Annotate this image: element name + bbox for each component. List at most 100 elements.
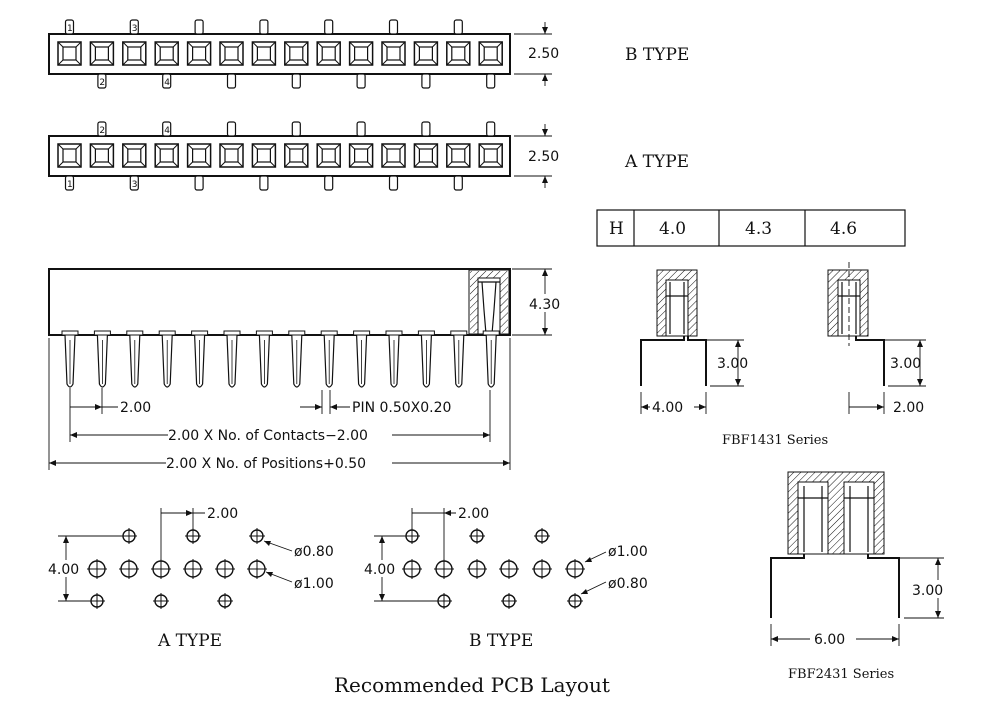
pin-spec: PIN 0.50X0.20 <box>352 400 451 416</box>
positions-formula: 2.00 X No. of Positions+0.50 <box>166 456 366 472</box>
socket-cavity <box>478 41 503 66</box>
socket-cavity <box>186 143 212 168</box>
socket-cavity <box>348 41 374 66</box>
pin-tab <box>226 73 237 89</box>
pin-tab: 2 <box>97 121 107 137</box>
socket-cavity <box>413 41 439 66</box>
pin-tab <box>291 73 301 89</box>
pcb-layout-b: 2.00 4.00 ø1.00 ø0.80 B TYPE <box>364 506 648 651</box>
pcb-hole <box>183 559 203 579</box>
pcb-hole <box>249 528 265 544</box>
pin-tab <box>453 175 463 191</box>
pin-tab <box>226 121 237 137</box>
side-view: 4.30 2.00 PIN 0.50X0.20 2.00 X No. of Co… <box>48 268 560 472</box>
pin-tab <box>324 19 334 35</box>
dim-pitch: 2.00 <box>120 400 151 416</box>
socket-cavity <box>89 41 115 66</box>
pin-number: 4 <box>164 126 170 136</box>
pcb-title: Recommended PCB Layout <box>334 673 610 697</box>
pcb-b-d080: ø0.80 <box>608 576 648 592</box>
fbf1431-300-a: 3.00 <box>717 356 748 372</box>
socket-cavity <box>284 41 309 66</box>
side-pin <box>482 330 500 388</box>
pin-tab <box>259 175 269 191</box>
socket-cavity <box>348 143 374 168</box>
socket-cavity <box>446 41 471 66</box>
side-pin <box>255 330 273 388</box>
pin-number: 4 <box>164 78 170 88</box>
pin-tab <box>356 121 366 137</box>
height-value-3: 4.6 <box>830 219 857 239</box>
pin-tab <box>421 121 431 137</box>
side-pin <box>61 330 79 388</box>
b-type-pcb-label: B TYPE <box>469 631 533 651</box>
pcb-hole <box>247 559 267 579</box>
fbf1431-200: 2.00 <box>893 400 924 416</box>
pcb-hole <box>87 559 107 579</box>
socket-cavity <box>219 143 244 168</box>
pin-tab <box>324 175 334 191</box>
pin-tab: 4 <box>162 73 172 89</box>
pin-tab: 3 <box>129 19 139 35</box>
pin-tab <box>194 19 204 35</box>
fbf1431-300-b: 3.00 <box>890 356 921 372</box>
a-type-pcb-label: A TYPE <box>157 631 222 651</box>
side-pin <box>158 330 176 388</box>
side-pin <box>353 330 371 388</box>
pcb-hole <box>217 593 233 609</box>
pin-tab <box>486 121 496 137</box>
pin-tab <box>388 175 399 191</box>
socket-cavity <box>446 143 471 168</box>
pcb-a-200: 2.00 <box>207 506 238 522</box>
pcb-hole <box>121 528 137 544</box>
pin-number: 1 <box>67 24 73 34</box>
pin-number: 1 <box>67 180 73 190</box>
pcb-a-400: 4.00 <box>48 562 79 578</box>
fbf1431-series: FBF1431 Series <box>722 433 828 448</box>
pcb-hole <box>469 528 485 544</box>
pcb-layout-a: 2.00 4.00 ø0.80 ø1.00 A TYPE <box>48 506 334 651</box>
pin-tab: 2 <box>97 73 107 89</box>
pcb-hole <box>532 559 552 579</box>
fbf2431-series: FBF2431 Series <box>788 667 894 682</box>
height-value-1: 4.0 <box>659 219 686 239</box>
fbf2431-view: 3.00 6.00 <box>770 471 946 648</box>
fbf1431-400: 4.00 <box>652 400 683 416</box>
pin-tab: 1 <box>64 175 75 191</box>
socket-cavity <box>89 143 115 168</box>
pin-tab <box>388 19 399 35</box>
pcb-hole <box>215 559 235 579</box>
pin-tab: 3 <box>129 175 139 191</box>
socket-cavity <box>478 143 503 168</box>
socket-cavity <box>57 41 82 66</box>
contacts-formula: 2.00 X No. of Contacts−2.00 <box>168 428 368 444</box>
pcb-hole <box>404 528 420 544</box>
side-pin <box>191 330 209 388</box>
pcb-hole <box>467 559 487 579</box>
pcb-a-d100: ø1.00 <box>294 576 334 592</box>
socket-cavity <box>381 41 406 66</box>
side-pin <box>320 330 338 388</box>
fbf1431-view-b: 3.00 2.00 <box>827 262 926 416</box>
pin-tab <box>194 175 204 191</box>
pcb-hole <box>402 559 422 579</box>
height-value-2: 4.3 <box>745 219 772 239</box>
pin-tab <box>421 73 431 89</box>
pin-tab <box>356 73 366 89</box>
socket-cavity <box>154 143 179 168</box>
side-pin <box>417 330 435 388</box>
pcb-hole <box>119 559 139 579</box>
pin-tab <box>453 19 463 35</box>
socket-cavity <box>413 143 439 168</box>
side-pin <box>223 330 241 388</box>
dim-250-mid: 2.50 <box>528 149 559 165</box>
pin-tab <box>291 121 301 137</box>
side-pin <box>93 330 111 388</box>
side-pin <box>288 330 306 388</box>
pcb-hole <box>534 528 550 544</box>
fbf1431-view-a: 3.00 4.00 <box>640 269 748 416</box>
pcb-a-d080: ø0.80 <box>294 544 334 560</box>
